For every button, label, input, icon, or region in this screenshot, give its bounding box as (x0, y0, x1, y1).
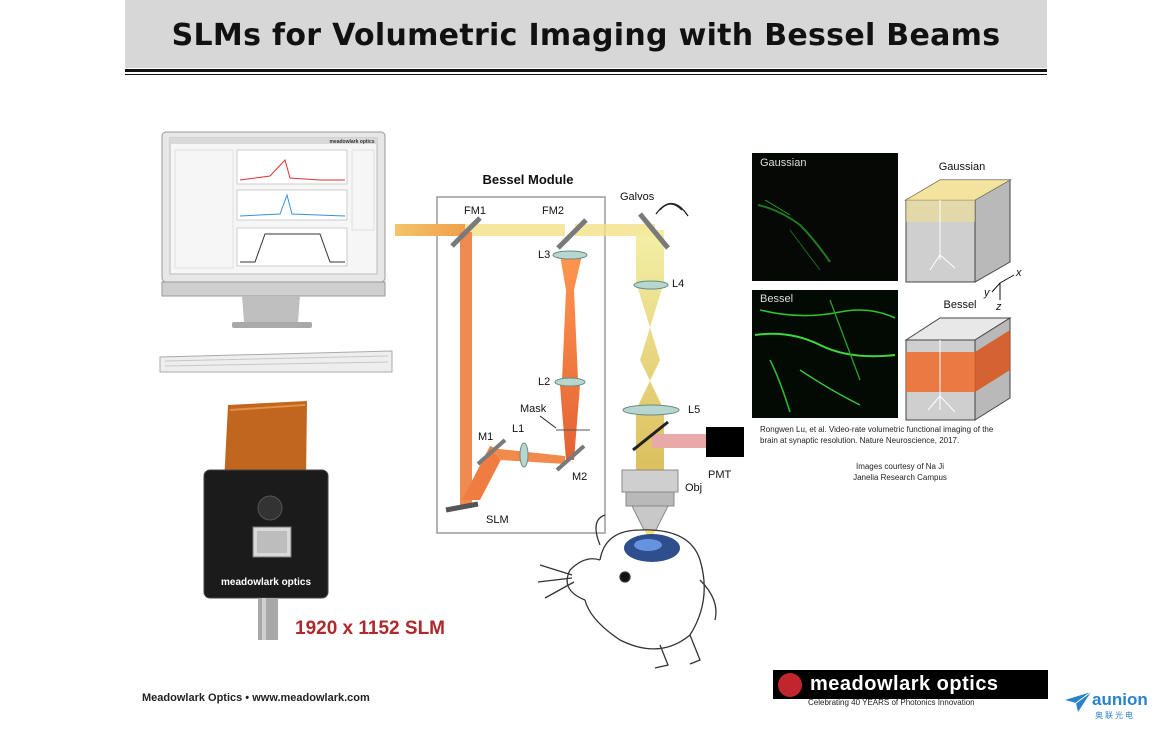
gaussian-volume-box (904, 179, 1012, 283)
fm2-galvo-beam (575, 224, 655, 236)
slm-device: meadowlark optics (203, 401, 329, 640)
watermark-name: aunion (1092, 690, 1148, 709)
title-bar (125, 0, 1047, 68)
fm1-mirror (450, 216, 482, 248)
slm-brand-label: meadowlark optics (221, 577, 311, 588)
label-m2: M2 (572, 471, 587, 483)
lens-l5 (622, 404, 680, 416)
objective-lens (621, 469, 679, 540)
bessel-image-label: Bessel (760, 293, 793, 305)
m2-mirror (555, 444, 586, 472)
brain-highlight (634, 539, 662, 551)
label-fm1: FM1 (464, 205, 486, 217)
axis-z-label: z (995, 301, 1002, 313)
slm-m1-beam (462, 446, 505, 500)
mouse-illustration (537, 514, 717, 669)
label-fm2: FM2 (542, 205, 564, 217)
fm2-mirror (556, 218, 588, 250)
lens-l2 (554, 377, 586, 387)
slm-resolution-label: 1920 x 1152 SLM (295, 618, 445, 639)
keyboard (159, 350, 393, 373)
bessel-image (752, 290, 898, 418)
label-l4: L4 (672, 278, 684, 290)
label-l1: L1 (512, 423, 524, 435)
title-divider-thin (125, 74, 1047, 75)
gaussian-image-label: Gaussian (760, 157, 806, 169)
citation: Rongwen Lu, et al. Video-rate volumetric… (760, 425, 994, 445)
courtesy-line-2: Janelia Research Campus (853, 473, 947, 482)
label-pmt: PMT (708, 469, 732, 481)
label-l5: L5 (688, 404, 700, 416)
bird-logo-icon (778, 673, 802, 697)
paper-plane-icon (1065, 691, 1092, 712)
lens-l4 (633, 280, 669, 290)
slm-mirror (445, 501, 479, 513)
dichroic-mirror (632, 420, 669, 452)
bessel-volume-box (904, 317, 1012, 421)
galvo-mirror (638, 212, 670, 250)
mask-pointer (539, 415, 557, 429)
label-galvos: Galvos (620, 191, 655, 203)
image-courtesy: Images courtesy of Na Ji Janelia Researc… (835, 461, 965, 483)
label-l3: L3 (538, 249, 550, 261)
title-divider (125, 69, 1047, 72)
fm1-fm2-beam (465, 224, 565, 236)
brand-tagline: Celebrating 40 YEARS of Photonics Innova… (808, 698, 975, 707)
axis-y-label: y (983, 287, 991, 299)
label-obj: Obj (685, 482, 702, 494)
pmt-beam (652, 434, 706, 448)
pmt-detector (706, 427, 744, 457)
brand-banner (773, 670, 1048, 699)
lens-l3 (552, 250, 588, 260)
bessel-box-label: Bessel (943, 299, 976, 311)
bessel-module-box (436, 196, 606, 534)
m1-mirror (476, 438, 507, 466)
label-m1: M1 (478, 431, 493, 443)
label-mask: Mask (520, 403, 547, 415)
page-title: SLMs for Volumetric Imaging with Bessel … (171, 18, 1001, 53)
gaussian-image (752, 153, 898, 281)
footer-text: Meadowlark Optics • www.meadowlark.com (142, 692, 370, 704)
fm1-slm-beam (460, 232, 472, 508)
label-slm: SLM (486, 514, 509, 526)
monitor-brand: meadowlark optics (329, 139, 374, 145)
computer-monitor: meadowlark optics (161, 131, 386, 328)
courtesy-line-1: Images courtesy of Na Ji (855, 462, 945, 471)
watermark-sub: 奥联光电 (1095, 711, 1135, 720)
gaussian-box-label: Gaussian (939, 161, 985, 173)
galvo-rotation-arrow-outer (655, 202, 689, 217)
bessel-module-title: Bessel Module (482, 172, 573, 187)
axes-indicator (991, 274, 1015, 300)
bessel-beam (560, 255, 582, 460)
input-beam (395, 224, 465, 236)
brand-name: meadowlark optics (810, 673, 999, 695)
label-l2: L2 (538, 376, 550, 388)
lens-l1 (519, 442, 529, 468)
axis-x-label: x (1015, 267, 1022, 279)
